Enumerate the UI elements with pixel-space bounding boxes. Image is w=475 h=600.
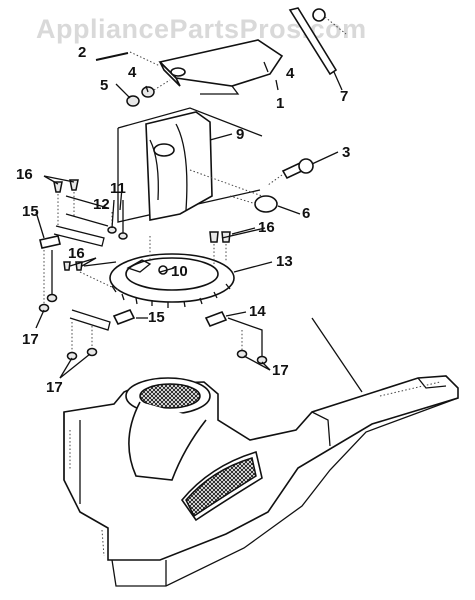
label-15-top: 15 [22, 203, 39, 220]
label-6: 6 [302, 205, 310, 222]
part-2-rod [95, 51, 161, 67]
part-9-chute-body [117, 107, 263, 223]
part-3-bolt [267, 158, 314, 186]
label-17-left: 17 [22, 331, 39, 348]
label-4-left: 4 [128, 64, 137, 81]
label-11: 11 [110, 180, 126, 197]
label-12: 12 [93, 196, 110, 213]
part-number-labels: 2 4 5 4 1 7 9 3 6 16 11 12 15 16 16 10 1… [16, 44, 350, 396]
label-17-right: 17 [272, 362, 289, 379]
label-9: 9 [236, 126, 244, 143]
part-4-5-fasteners [126, 79, 171, 107]
part-17-nuts [38, 293, 268, 365]
label-14: 14 [249, 303, 266, 320]
label-16-right: 16 [258, 219, 275, 236]
label-15-bottom: 15 [148, 309, 165, 326]
label-16-top: 16 [16, 166, 33, 183]
label-3: 3 [342, 144, 350, 161]
leader-line [311, 317, 363, 393]
blower-housing [63, 375, 459, 587]
label-17-bottom: 17 [46, 379, 63, 396]
part-16-screws-upper [53, 179, 109, 227]
part-14-bracket [204, 310, 263, 356]
label-13: 13 [276, 253, 293, 270]
label-5: 5 [100, 77, 108, 94]
part-15-bracket-left [39, 225, 105, 304]
part-15-bracket-bottom [69, 308, 136, 352]
part-7-crank-rod [288, 7, 347, 76]
label-10: 10 [171, 263, 188, 280]
label-4-right: 4 [286, 65, 295, 82]
part-1-chute-deflector [158, 39, 284, 95]
label-16-middle: 16 [68, 245, 85, 262]
part-13-ring-plate [109, 236, 235, 308]
label-2: 2 [78, 44, 86, 61]
callout-leaders [35, 61, 343, 379]
part-6-knob [229, 195, 278, 213]
part-16-screws-middle [63, 261, 119, 291]
label-7: 7 [340, 88, 348, 105]
label-1: 1 [276, 95, 284, 112]
